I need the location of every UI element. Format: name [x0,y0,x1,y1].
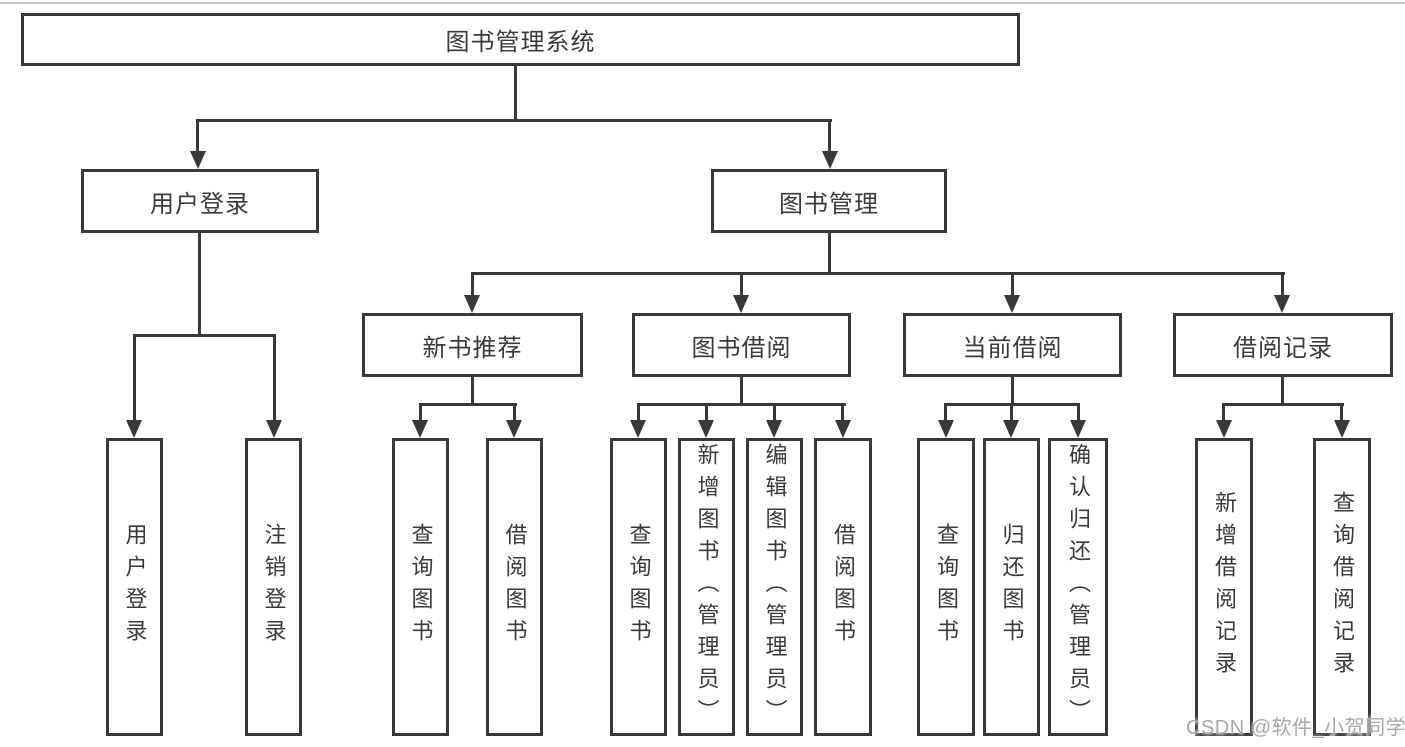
leaf-label: 注销登录 [261,523,287,651]
connector-line [1281,272,1284,298]
connector-line [196,119,832,122]
node-user-login: 用户登录 [81,169,319,233]
arrow-down-icon [126,420,142,438]
leaf-query-books-borrowing: 查询图书 [610,438,667,736]
node-library-management-system: 图书管理系统 [21,13,1020,66]
connector-line [419,403,517,406]
connector-line [471,272,1285,275]
connector-line [705,403,708,423]
arrow-down-icon [733,295,749,313]
node-label: 图书管理 [779,190,879,218]
leaf-add-borrowing-record: 新增借阅记录 [1195,438,1253,736]
arrow-down-icon [1070,420,1086,438]
leaf-query-books-current: 查询图书 [917,438,975,736]
connector-line [198,233,201,337]
node-book-management: 图书管理 [711,169,947,233]
connector-line [471,376,474,406]
connector-line [1222,403,1344,406]
arrow-down-icon [630,420,646,438]
leaf-query-borrowing-record: 查询借阅记录 [1313,438,1371,736]
connector-line [1010,403,1013,423]
leaf-logout: 注销登录 [245,438,302,736]
arrow-down-icon [464,295,480,313]
connector-line [133,334,136,422]
arrow-down-icon [766,420,782,438]
leaf-label: 借阅图书 [502,523,528,651]
node-label: 图书管理系统 [445,29,596,56]
connector-line [1011,376,1014,406]
arrow-down-icon [1004,295,1020,313]
node-book-borrowing: 图书借阅 [632,313,851,377]
arrow-down-icon [822,151,838,169]
arrow-down-icon [190,151,206,169]
connector-line [1340,403,1343,423]
connector-line [944,403,947,423]
connector-line [637,403,640,423]
leaf-add-books-admin: 新增图书（管理员） [678,438,735,736]
connector-line [1281,376,1284,406]
node-label: 新书推荐 [422,334,523,362]
arrow-down-icon [835,420,851,438]
node-label: 借阅记录 [1233,334,1333,362]
leaf-label: 查询图书 [408,523,434,651]
page-top-rule [0,2,1405,4]
node-label: 当前借阅 [962,334,1063,362]
connector-line [1222,403,1225,423]
arrow-down-icon [266,420,282,438]
connector-line [514,64,517,121]
connector-line [828,119,831,153]
leaf-label: 借阅图书 [831,523,856,651]
arrow-down-icon [1216,420,1232,438]
connector-line [841,403,844,423]
connector-line [1077,403,1080,423]
node-new-book-recommendation: 新书推荐 [362,313,583,377]
node-current-borrowing: 当前借阅 [903,313,1122,377]
leaf-label: 用户登录 [122,523,148,651]
leaf-borrow-books-recommend: 借阅图书 [486,438,543,736]
leaf-label: 新增图书（管理员） [694,443,720,731]
leaf-label: 确认归还（管理员） [1066,443,1091,731]
leaf-user-login: 用户登录 [106,438,163,736]
arrow-down-icon [698,420,714,438]
connector-line [740,376,743,406]
csdn-watermark: CSDN @软件_小贺同学 [1186,717,1405,739]
node-borrowing-records: 借阅记录 [1173,313,1393,377]
leaf-label: 编辑图书（管理员） [762,443,788,731]
leaf-edit-books-admin: 编辑图书（管理员） [746,438,803,736]
leaf-label: 查询图书 [626,523,652,651]
connector-line [513,403,516,423]
arrow-down-icon [938,420,954,438]
arrow-down-icon [506,420,522,438]
connector-line [273,334,276,422]
connector-line [637,403,846,406]
connector-line [471,272,474,298]
arrow-down-icon [1334,420,1350,438]
leaf-query-books-recommend: 查询图书 [392,438,449,736]
connector-line [419,403,422,423]
leaf-label: 查询借阅记录 [1330,491,1355,683]
arrow-down-icon [1003,420,1019,438]
arrow-down-icon [1274,295,1290,313]
leaf-label: 新增借阅记录 [1212,491,1237,683]
leaf-label: 查询图书 [934,523,959,651]
leaf-label: 归还图书 [999,523,1025,651]
leaf-return-books: 归还图书 [983,438,1040,736]
node-label: 图书借阅 [691,334,792,362]
leaf-confirm-return-admin: 确认归还（管理员） [1048,438,1108,736]
connector-line [1011,272,1014,298]
arrow-down-icon [412,420,428,438]
connector-line [133,334,276,337]
connector-line [773,403,776,423]
leaf-borrow-books: 借阅图书 [814,438,872,736]
connector-line [828,233,831,275]
connector-line [740,272,743,298]
connector-line [196,119,199,153]
node-label: 用户登录 [150,190,250,218]
